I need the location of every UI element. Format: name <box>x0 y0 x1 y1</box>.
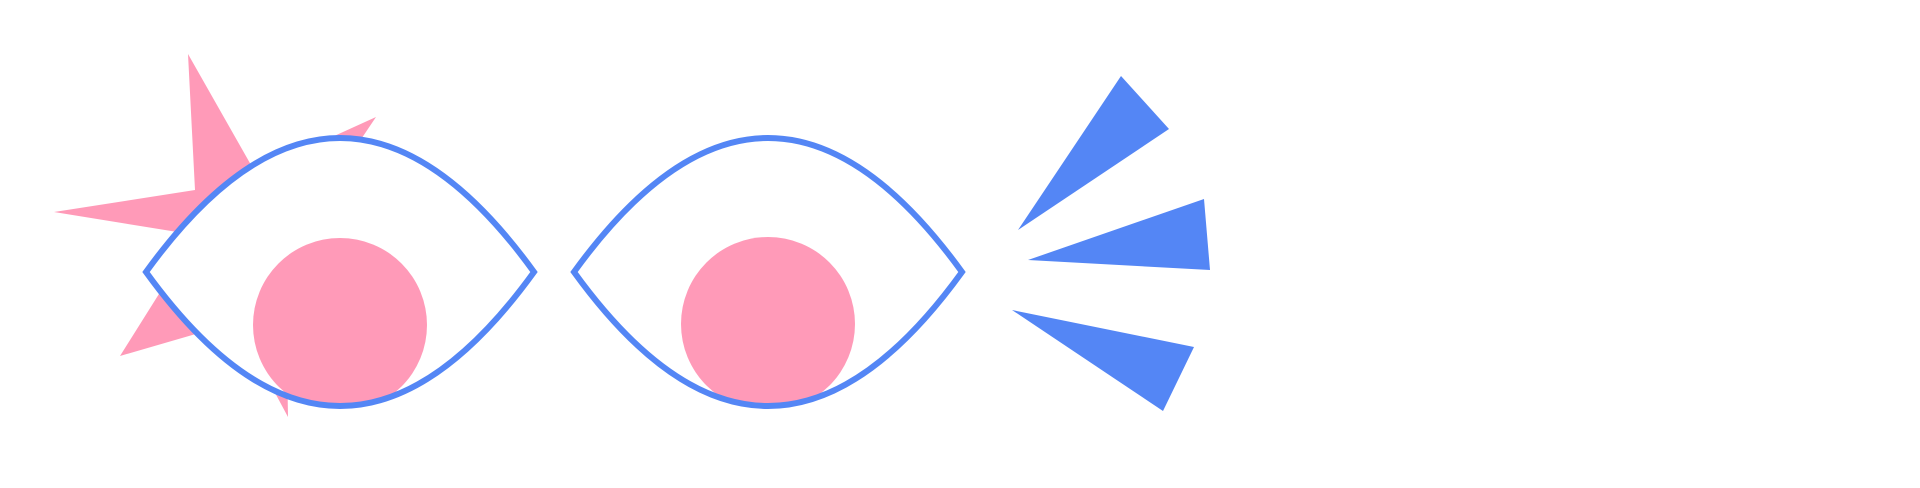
emphasis-line-middle <box>1028 199 1210 270</box>
right-eye-outline <box>570 135 966 409</box>
left-eye-iris <box>253 238 427 406</box>
right-eye-icon <box>570 135 966 409</box>
right-eye-iris <box>681 237 855 406</box>
emphasis-lines-icon <box>1012 76 1210 411</box>
left-eye-outline <box>142 135 538 409</box>
emphasis-line-top <box>1018 76 1169 230</box>
left-eye-icon <box>142 135 538 409</box>
emphasis-line-bottom <box>1012 310 1194 411</box>
